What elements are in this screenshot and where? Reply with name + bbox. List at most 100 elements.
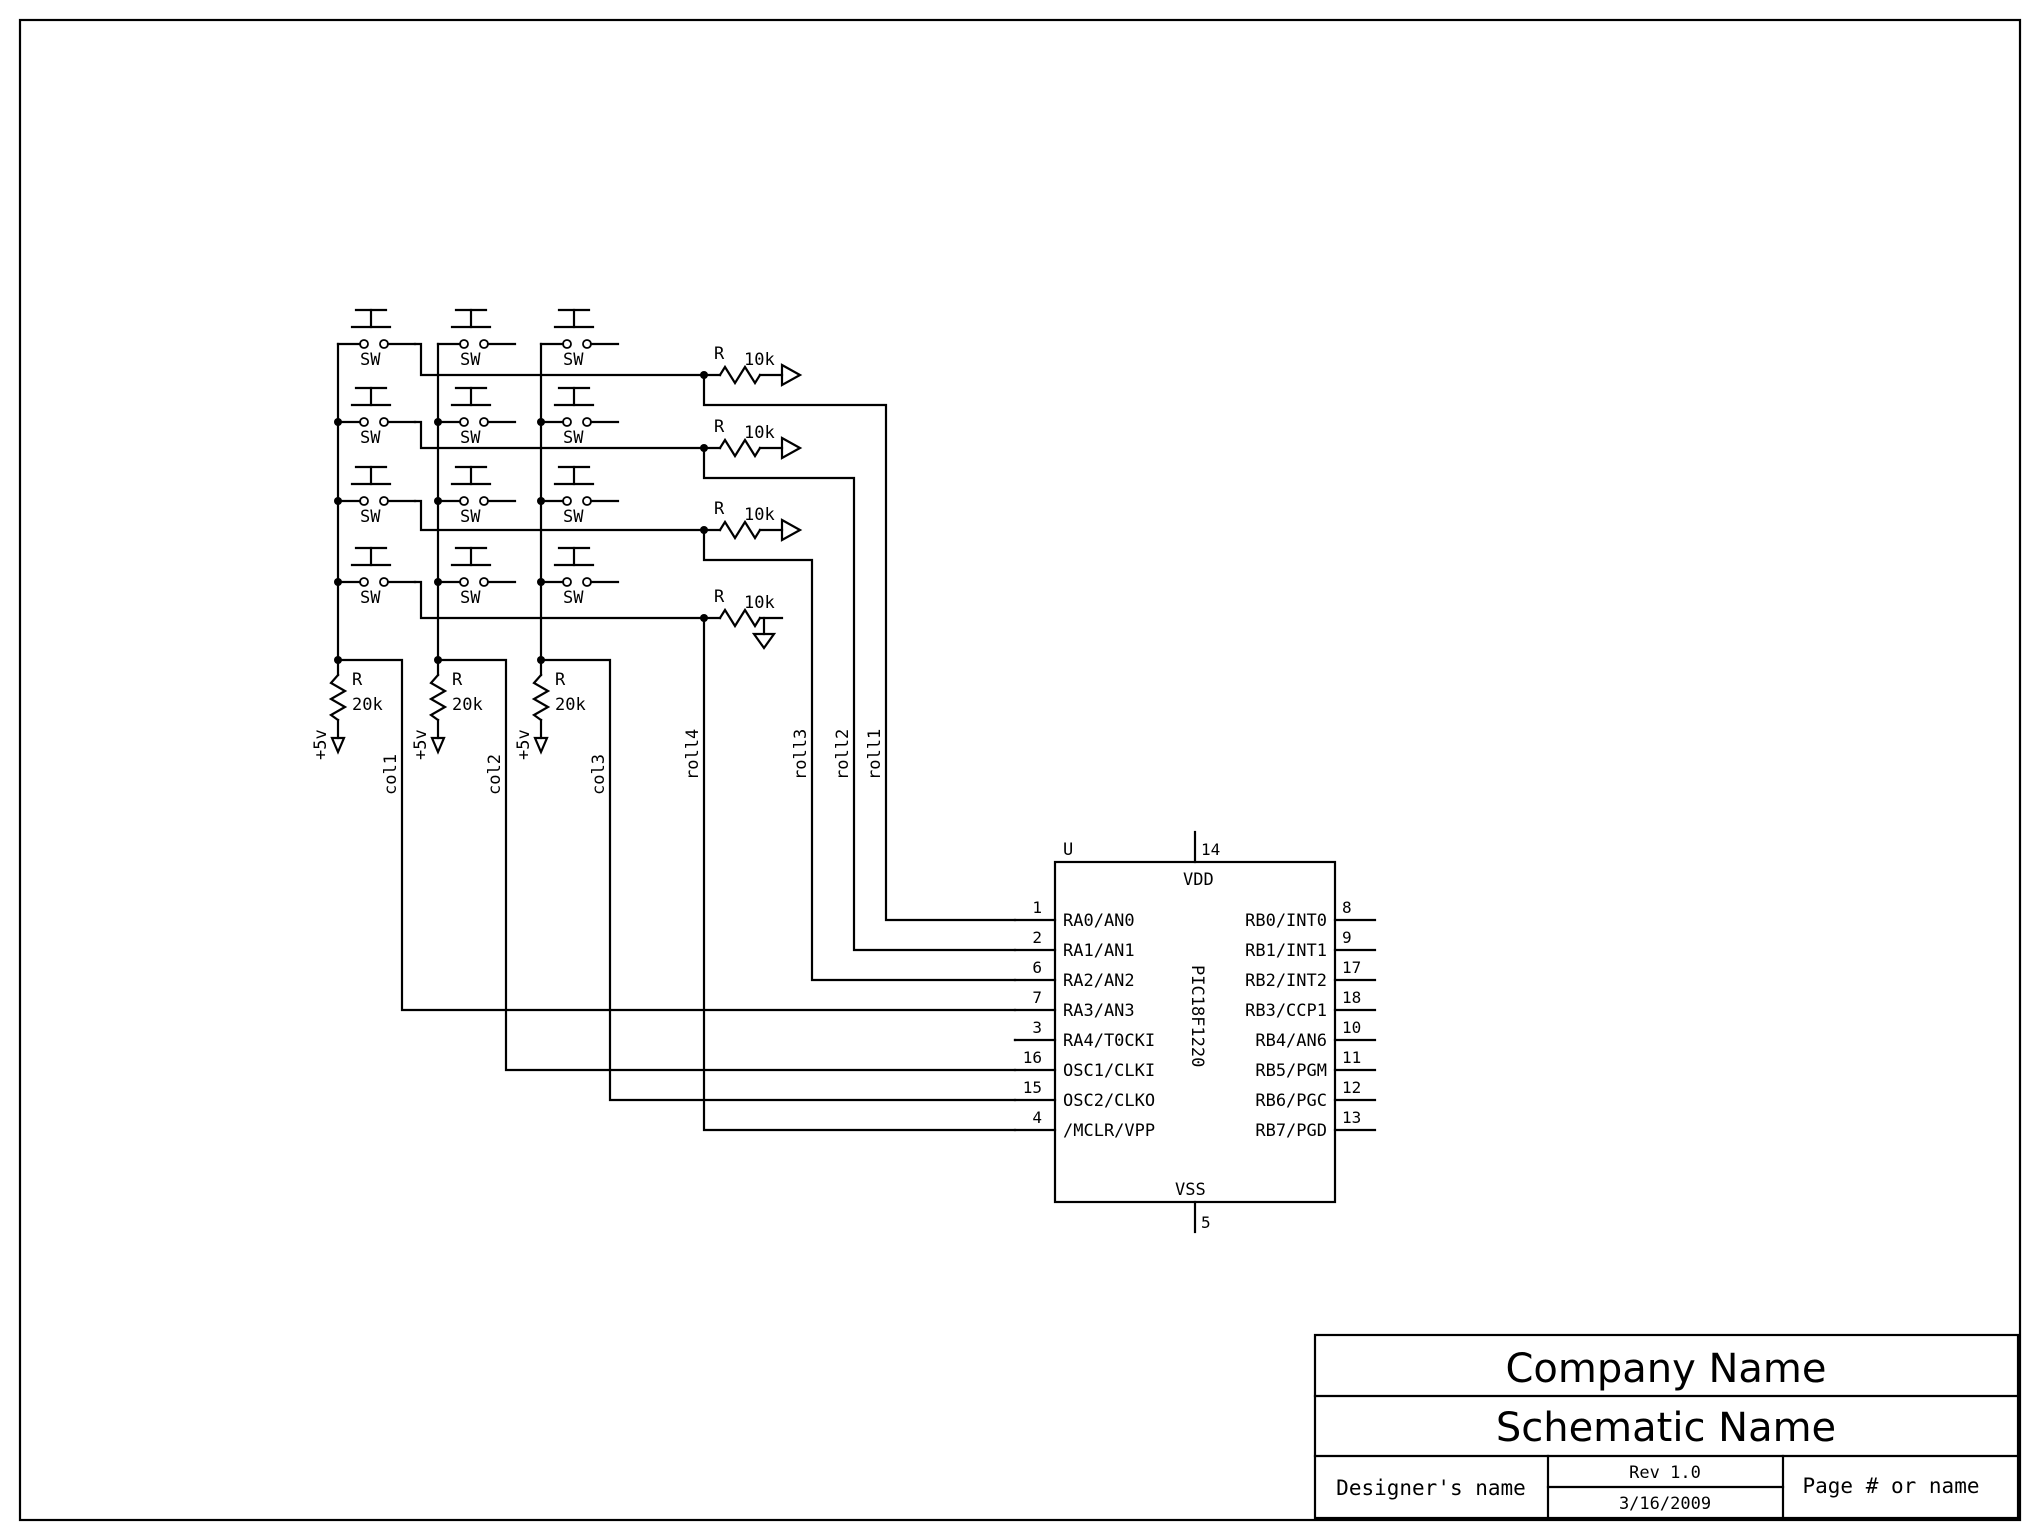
chip-pin-number: 13 [1342, 1108, 1361, 1127]
title-block: Company Name Schematic Name Designer's n… [1313, 1333, 2020, 1520]
chip-pin-number: 8 [1342, 898, 1352, 917]
title-block-frame [1313, 1333, 2020, 1520]
chip-ref: U [1063, 840, 1073, 860]
chip-pin-name: RB3/CCP1 [1245, 1001, 1327, 1021]
column-net [336, 658, 1017, 1012]
switch-contact [459, 577, 469, 587]
column-net-label: col3 [589, 754, 609, 795]
pushbutton-switch: SW [436, 546, 517, 608]
chip-pin-name: RA1/AN1 [1063, 941, 1135, 961]
switch-contact [359, 339, 369, 349]
page-name: Page # or name [1802, 1474, 1979, 1498]
switch-label: SW [360, 507, 381, 527]
vdd-pin-number: 14 [1201, 840, 1220, 859]
switch-contact [562, 496, 572, 506]
vss-pin-number: 5 [1201, 1213, 1211, 1232]
chip-pin-number: 7 [1032, 988, 1042, 1007]
pushbutton-switch: SW [336, 465, 417, 527]
row-net [702, 528, 1017, 982]
switch-label: SW [460, 350, 481, 370]
switch-contact [359, 417, 369, 427]
supply-arrow [780, 518, 803, 542]
switch-label: SW [360, 428, 381, 448]
switch-contact [582, 417, 592, 427]
resistor-body [328, 673, 348, 722]
chip-pin-number: 2 [1032, 928, 1042, 947]
chip-pin-name: OSC1/CLKI [1063, 1061, 1155, 1081]
row-net-label: roll2 [833, 729, 853, 780]
chip-pin-number: 16 [1023, 1048, 1042, 1067]
switch-contact [562, 577, 572, 587]
switch-label: SW [460, 507, 481, 527]
resistor-body [428, 673, 448, 722]
supply-arrow [780, 363, 803, 387]
microcontroller: U 14 VDD VSS 5 PIC18F1220 1RA0/AN02RA1/A… [1013, 830, 1377, 1234]
switch-label: SW [360, 350, 381, 370]
supply-label: +5v [411, 729, 431, 760]
chip-pin-number: 15 [1023, 1078, 1042, 1097]
supply-label: +5v [514, 729, 534, 760]
switch-contact [582, 496, 592, 506]
pushbutton-switch: SW [336, 308, 417, 370]
pushbutton-switch: SW [436, 386, 517, 448]
sheet-border [18, 18, 2022, 1522]
resistor-value: 10k [744, 350, 775, 370]
supply-arrow [330, 736, 346, 755]
ground-symbol [751, 632, 777, 650]
pushbutton-switch: SW [539, 546, 620, 608]
resistor-ref: R [352, 670, 363, 690]
row-net-label: roll3 [791, 729, 811, 780]
vss-label: VSS [1175, 1180, 1206, 1200]
switch-label: SW [460, 588, 481, 608]
column-net-label: col1 [381, 754, 401, 795]
resistor-ref: R [714, 344, 725, 364]
supply-arrow [533, 736, 549, 755]
switch-contact [459, 496, 469, 506]
chip-pin-name: RA0/AN0 [1063, 911, 1135, 931]
resistor-body [531, 673, 551, 722]
chip-pin-number: 3 [1032, 1018, 1042, 1037]
chip-pin-name: /MCLR/VPP [1063, 1121, 1155, 1141]
switch-contact [479, 496, 489, 506]
switch-label: SW [360, 588, 381, 608]
pushbutton-switch: SW [539, 308, 620, 370]
row-bus [413, 342, 706, 377]
switch-contact [379, 577, 389, 587]
chip-pin-number: 1 [1032, 898, 1042, 917]
chip-pin-name: RA3/AN3 [1063, 1001, 1135, 1021]
chip-part-number: PIC18F1220 [1187, 965, 1207, 1067]
resistor-value: 20k [352, 695, 383, 715]
chip-pin-name: RB0/INT0 [1245, 911, 1327, 931]
switch-contact [562, 339, 572, 349]
chip-pin-name: RB2/INT2 [1245, 971, 1327, 991]
row-bus [413, 420, 706, 450]
switch-contact [459, 339, 469, 349]
resistor-body [718, 519, 762, 541]
chip-pin-name: RB1/INT1 [1245, 941, 1327, 961]
chip-pin-number: 10 [1342, 1018, 1361, 1037]
chip-pin-name: OSC2/CLKO [1063, 1091, 1155, 1111]
chip-pin-number: 17 [1342, 958, 1361, 977]
designer-name: Designer's name [1336, 1476, 1526, 1500]
switch-label: SW [460, 428, 481, 448]
chip-pin-name: RA2/AN2 [1063, 971, 1135, 991]
resistor-value: 20k [452, 695, 483, 715]
row-bus [413, 499, 706, 532]
pushbutton-switch: SW [539, 386, 620, 448]
resistor-body [718, 364, 762, 386]
switch-label: SW [563, 588, 584, 608]
column-net-label: col2 [485, 754, 505, 795]
resistor-value: 10k [744, 505, 775, 525]
resistor-value: 10k [744, 593, 775, 613]
chip-pin-name: RB5/PGM [1255, 1061, 1327, 1081]
row-net [702, 373, 1017, 922]
